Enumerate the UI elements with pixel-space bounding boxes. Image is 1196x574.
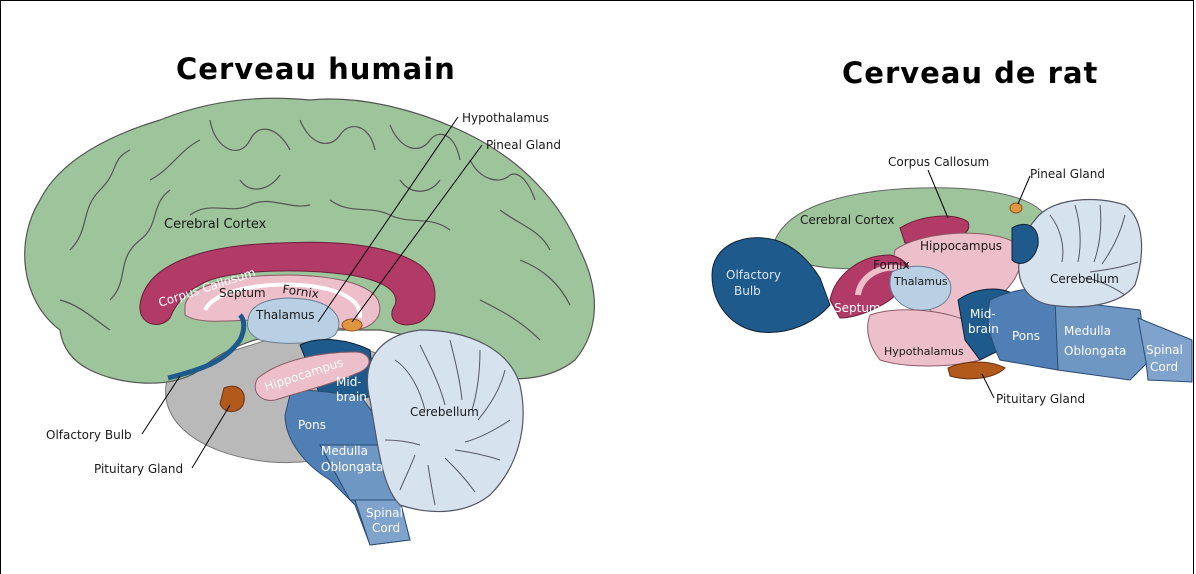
rat-label-medulla-2: Oblongata xyxy=(1064,344,1126,358)
human-pituitary-gland xyxy=(220,386,244,411)
label-spinal-1: Spinal xyxy=(366,506,403,520)
human-brain-diagram: Hypothalamus Pineal Gland Cerebral Corte… xyxy=(25,98,595,545)
label-medulla-1: Medulla xyxy=(321,444,368,458)
label-septum: Septum xyxy=(219,286,266,300)
rat-label-hypothalamus: Hypothalamus xyxy=(884,345,964,358)
label-pons: Pons xyxy=(298,418,326,432)
rat-medulla xyxy=(1055,300,1148,380)
rat-label-pituitary-gland: Pituitary Gland xyxy=(996,392,1085,406)
rat-label-fornix: Fornix xyxy=(873,258,910,272)
rat-thalamus xyxy=(890,266,951,310)
rat-pituitary-gland xyxy=(948,362,1005,379)
human-pineal-gland xyxy=(342,319,362,331)
human-cerebellum xyxy=(367,330,523,512)
label-cerebellum: Cerebellum xyxy=(410,405,479,419)
rat-label-cerebellum: Cerebellum xyxy=(1050,272,1119,286)
rat-label-corpus-callosum: Corpus Callosum xyxy=(888,155,989,169)
rat-pineal-gland xyxy=(1010,203,1022,213)
label-cerebral-cortex: Cerebral Cortex xyxy=(164,217,267,232)
rat-label-hippocampus: Hippocampus xyxy=(920,239,1002,253)
rat-label-pineal-gland: Pineal Gland xyxy=(1030,167,1105,181)
rat-label-midbrain-1: Mid- xyxy=(970,307,996,321)
label-midbrain-1: Mid- xyxy=(336,375,362,389)
label-pineal-gland: Pineal Gland xyxy=(486,138,561,152)
rat-label-pons: Pons xyxy=(1012,329,1040,343)
label-midbrain-2: brain xyxy=(336,390,367,404)
label-hypothalamus: Hypothalamus xyxy=(462,111,549,125)
rat-label-thalamus: Thalamus xyxy=(893,275,948,288)
label-thalamus: Thalamus xyxy=(255,308,315,322)
rat-label-olfactory-2: Bulb xyxy=(734,284,761,298)
label-medulla-2: Oblongata xyxy=(321,460,383,474)
label-pituitary-gland: Pituitary Gland xyxy=(94,462,183,476)
rat-label-olfactory-1: Olfactory xyxy=(726,268,781,282)
rat-brain-diagram: Corpus Callosum Pineal Gland Cerebral Co… xyxy=(712,155,1192,406)
rat-label-spinal-2: Cord xyxy=(1150,360,1178,374)
rat-label-cerebral-cortex: Cerebral Cortex xyxy=(800,213,895,227)
label-olfactory-bulb: Olfactory Bulb xyxy=(46,428,132,442)
rat-label-septum: Septum xyxy=(834,301,881,315)
rat-label-midbrain-2: brain xyxy=(968,322,999,336)
rat-label-medulla-1: Medulla xyxy=(1064,324,1111,338)
rat-label-spinal-1: Spinal xyxy=(1146,343,1183,357)
label-spinal-2: Cord xyxy=(372,521,400,535)
